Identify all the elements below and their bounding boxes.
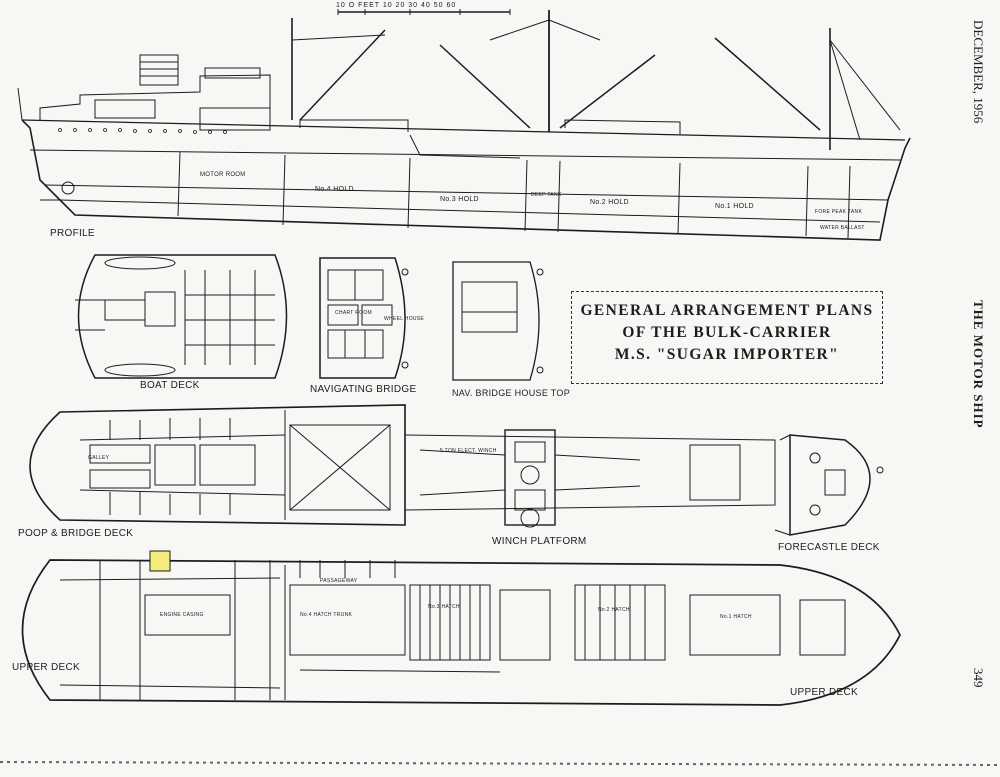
winch-platform-drawing xyxy=(404,429,776,528)
engine-casing-label: ENGINE CASING xyxy=(160,612,204,618)
fore-peak-label: FORE PEAK TANK xyxy=(815,209,863,215)
profile-drawing xyxy=(17,10,911,241)
poop-bridge-deck-label: POOP & BRIDGE DECK xyxy=(18,528,134,539)
hatch2-label: No.2 HATCH xyxy=(598,607,630,613)
upper-deck-label-left: UPPER DECK xyxy=(12,662,81,673)
chart-room-label: CHART ROOM xyxy=(335,310,372,316)
nav-bridge-top-label: NAV. BRIDGE HOUSE TOP xyxy=(452,388,570,398)
boat-deck-drawing xyxy=(75,254,288,379)
scale-bar xyxy=(337,9,511,15)
deep-tank-label: DEEP TANK xyxy=(531,192,562,198)
forecastle-deck-label: FORECASTLE DECK xyxy=(778,542,880,553)
hatch3-label: No.3 HATCH xyxy=(428,604,460,610)
hold2-label: No.2 HOLD xyxy=(590,199,629,206)
boat-deck-label: BOAT DECK xyxy=(140,380,200,391)
passageway-label: PASSAGEWAY xyxy=(320,578,358,584)
issue-date: DECEMBER, 1956 xyxy=(971,20,986,124)
profile-label: PROFILE xyxy=(50,228,95,239)
winch-platform-label: WINCH PLATFORM xyxy=(492,536,587,547)
highlighted-room xyxy=(149,550,171,572)
nav-bridge-top-drawing xyxy=(452,261,544,381)
winch-label: 5 TON ELECT. WINCH xyxy=(440,448,497,454)
upper-deck-drawing xyxy=(21,559,901,706)
wheel-house-label: WHEEL HOUSE xyxy=(384,316,425,322)
navigating-bridge-drawing xyxy=(319,257,409,379)
water-ballast-label: WATER BALLAST xyxy=(820,225,865,231)
navigating-bridge-label: NAVIGATING BRIDGE xyxy=(310,384,417,395)
title-line-3: M.S. "SUGAR IMPORTER" xyxy=(614,346,840,363)
hold4-label: No.4 HOLD xyxy=(315,186,354,193)
scale-label: 10 O FEET 10 20 30 40 50 60 xyxy=(336,2,457,9)
title-box: GENERAL ARRANGEMENT PLANS OF THE BULK-CA… xyxy=(571,291,883,384)
journal-name: THE MOTOR SHIP xyxy=(971,300,986,429)
title-line-2: OF THE BULK-CARRIER xyxy=(622,324,832,341)
motor-room-label: MOTOR ROOM xyxy=(200,172,246,178)
hold1-label: No.1 HOLD xyxy=(715,203,754,210)
page-number: 349 xyxy=(971,668,986,688)
upper-deck-label-right: UPPER DECK xyxy=(790,687,859,698)
poop-bridge-deck-drawing xyxy=(29,404,406,526)
hatch1-label: No.1 HATCH xyxy=(720,614,752,620)
forecastle-deck-drawing xyxy=(774,434,884,536)
hold3-label: No.3 HOLD xyxy=(440,196,479,203)
title-line-1: GENERAL ARRANGEMENT PLANS xyxy=(580,302,874,319)
galley-label: GALLEY xyxy=(88,455,110,461)
hatch4-label: No.4 HATCH TRUNK xyxy=(300,612,353,618)
